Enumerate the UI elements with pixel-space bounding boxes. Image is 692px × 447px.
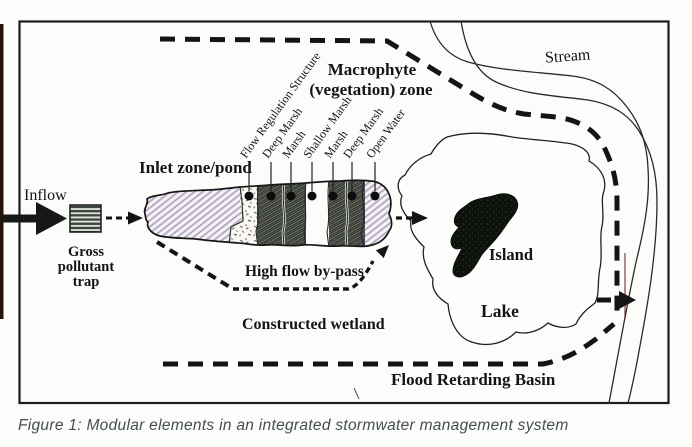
- inlet-zone-label: Inlet zone/pond: [139, 158, 252, 177]
- wetland-bands: [144, 180, 392, 247]
- high-flow-bypass-label: High flow by-pass: [245, 263, 364, 280]
- dashed-flow-path-bottom: [163, 322, 616, 367]
- figure-caption: Figure 1: Modular elements in an integra…: [18, 417, 569, 434]
- stream-lines: [429, 20, 658, 404]
- zone-markers: [248, 162, 376, 191]
- marsh-area-1: [284, 180, 306, 247]
- inflow-label: Inflow: [24, 187, 67, 204]
- island-label: Island: [489, 245, 533, 264]
- gross-pollutant-trap-box: [69, 204, 102, 233]
- macrophyte-label-line2: (vegetation) zone: [309, 80, 433, 99]
- deep-marsh-area-1: [257, 180, 284, 247]
- scan-edge-artifact: [0, 24, 4, 319]
- gpt-label-line1: Gross: [68, 244, 104, 260]
- macrophyte-label-line1: Macrophyte: [328, 60, 417, 79]
- constructed-wetland-label: Constructed wetland: [242, 316, 385, 333]
- shallow-marsh-area: [306, 180, 329, 247]
- flood-retarding-basin-label: Flood Retarding Basin: [391, 370, 556, 389]
- stream-label: Stream: [544, 46, 591, 66]
- dashed-flow-path-top: [159, 36, 620, 318]
- inflow-arrow-icon: [2, 202, 67, 235]
- stray-mark-artifact: [353, 387, 360, 400]
- zone-dots: [244, 191, 380, 201]
- outlet-arrow-icon: [597, 291, 636, 309]
- lake-outline: [397, 132, 606, 346]
- island-shape: [450, 193, 519, 278]
- gpt-to-wetland-arrow-icon: [106, 211, 143, 225]
- bypass-arrowhead-icon: [375, 245, 389, 259]
- inlet-pond-area: [144, 180, 242, 247]
- high-flow-bypass-path: [155, 240, 375, 291]
- wetland-to-lake-arrow-icon: [396, 211, 428, 225]
- gpt-label-line2: pollutant: [58, 259, 115, 275]
- gpt-label-line3: trap: [73, 274, 100, 290]
- figure-border: [18, 20, 670, 405]
- wetland-outline: [143, 179, 393, 248]
- lake-label: Lake: [481, 301, 519, 321]
- open-water-area: [365, 180, 392, 247]
